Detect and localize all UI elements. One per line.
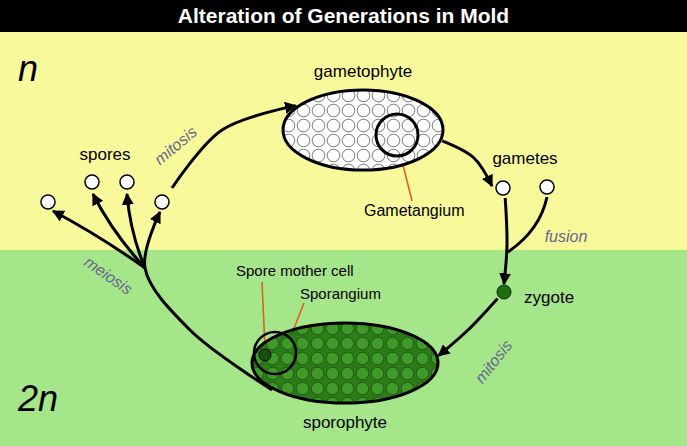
sporophyte-node: sporophyte (250, 321, 440, 405)
haploid-band-ground (0, 32, 687, 250)
gametophyte-node: gametophyte (281, 88, 445, 172)
fusion-branch (508, 197, 547, 252)
node-shape (38, 172, 172, 212)
node-label: gametes (492, 149, 557, 169)
part-label: Gametangium (364, 202, 465, 220)
cell-circle (155, 195, 169, 209)
meiosis-branch (93, 194, 145, 268)
sporophyte-ellipse (252, 323, 438, 403)
title-bar (0, 0, 687, 32)
cell-circle (120, 175, 134, 189)
cycle-arrow (172, 106, 296, 188)
cell-circle (41, 195, 55, 209)
zygote-cell (497, 285, 511, 299)
node-shape (250, 321, 440, 405)
spore-group: spores (38, 172, 172, 212)
gametophyte-ellipse (283, 90, 443, 170)
node-label: 2n (18, 378, 58, 419)
node-label: n (18, 48, 38, 89)
spore-mother-cell (259, 349, 271, 361)
cell-circle (85, 175, 99, 189)
title-text: Alteration of Generations in Mold (0, 0, 687, 32)
part-label: Sporangium (300, 285, 381, 302)
node-shape (281, 88, 445, 172)
haploid-band: spores gametophyte gametes n (0, 32, 687, 250)
cycle-arrow (438, 298, 497, 355)
gamete-group: gametes (492, 178, 558, 198)
meiosis-branch (127, 194, 145, 268)
diploid-band-ground (0, 250, 687, 446)
cycle-arrow (504, 198, 507, 284)
gametangium-circle (376, 114, 418, 156)
zygote-node: zygote (496, 284, 512, 300)
node-label: sporophyte (303, 413, 387, 433)
node-label: spores (79, 145, 130, 165)
cell-circle (540, 180, 554, 194)
node-shape (496, 284, 512, 300)
part-label: Spore mother cell (236, 262, 354, 279)
leader-line (262, 282, 265, 348)
cell-circle (496, 181, 510, 195)
cycle-arrow (442, 141, 492, 186)
process-label: fusion (545, 228, 588, 246)
node-label: gametophyte (314, 62, 412, 82)
node-shape (492, 178, 558, 198)
sporangium-circle (254, 332, 296, 374)
node-label: zygote (524, 288, 574, 308)
